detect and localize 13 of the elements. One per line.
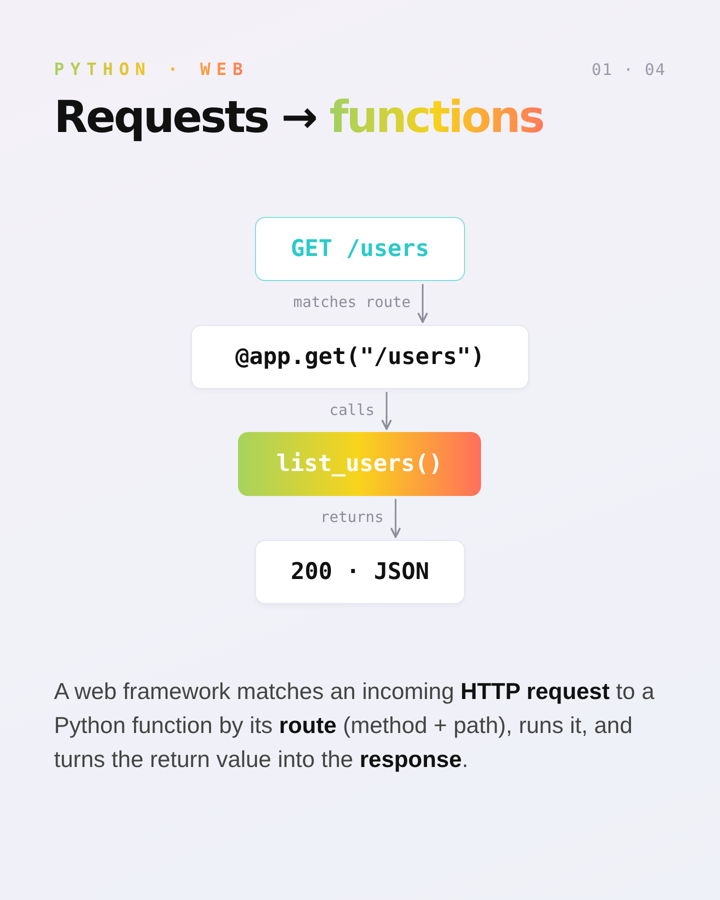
arrow	[390, 499, 401, 538]
arrow	[381, 392, 392, 430]
page-number: 01 · 04	[592, 60, 666, 79]
title: Requests → functions	[54, 92, 544, 143]
edge-label: matches route	[293, 293, 411, 311]
edge-label: calls	[329, 400, 375, 418]
arrow	[417, 284, 428, 323]
code-box: @app.get("/users")	[191, 325, 529, 389]
description-paragraph: A web framework matches an incoming HTTP request to a Python function by its route (method + path), runs it, and turns the return value into the response.	[54, 677, 656, 774]
edge-label: returns	[320, 508, 384, 526]
request-box: GET /users	[255, 217, 465, 281]
function-box: list_users()	[238, 432, 481, 496]
code-box: 200 · JSON	[255, 540, 465, 604]
